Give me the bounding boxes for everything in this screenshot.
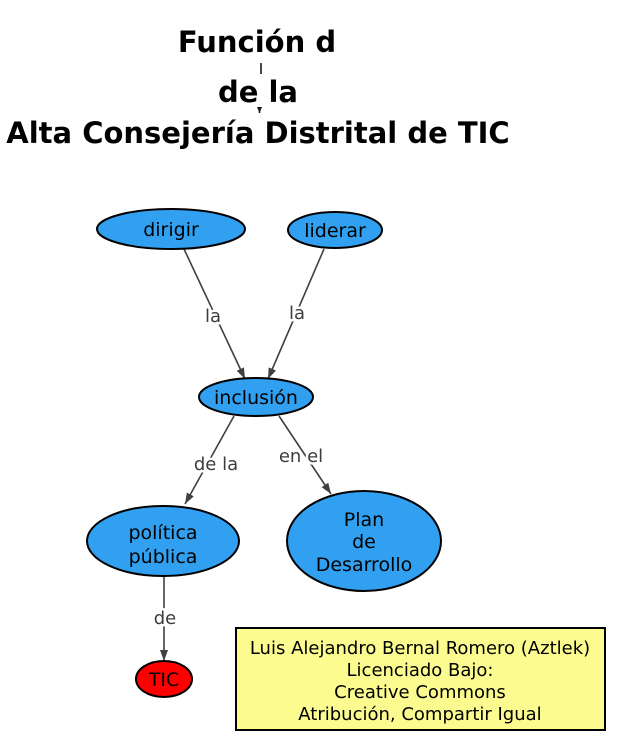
node-politica-publica xyxy=(86,505,240,577)
node-plan-desarrollo-label-line3: Desarrollo xyxy=(316,554,413,576)
title-line-1: Función d xyxy=(178,25,336,59)
license-line-3: Creative Commons xyxy=(334,682,506,703)
title-line-3: Alta Consejería Distrital de TIC xyxy=(6,116,509,150)
edge-dirigir-to-inclusion xyxy=(183,248,246,380)
title-line-2: de la xyxy=(218,75,298,109)
edge-label-dirigir-inclusion: la xyxy=(205,306,221,327)
license-line-1: Luis Alejandro Bernal Romero (Aztlek) xyxy=(250,638,590,659)
license-line-2: Licenciado Bajo: xyxy=(347,660,494,681)
node-inclusion xyxy=(198,377,314,417)
node-politica-publica-label-line1: política xyxy=(128,522,197,544)
node-politica-publica-label-line2: pública xyxy=(129,546,198,568)
node-tic xyxy=(135,660,193,698)
node-tic-label: TIC xyxy=(148,669,179,691)
node-dirigir-label: dirigir xyxy=(143,219,199,241)
node-dirigir xyxy=(96,208,246,250)
edge-inclusion-to-politica xyxy=(184,415,235,505)
edge-label-politica-tic: de xyxy=(154,608,177,629)
license-line-4: Atribución, Compartir Igual xyxy=(298,704,541,725)
node-plan-desarrollo-label-line1: Plan xyxy=(344,509,384,531)
node-plan-desarrollo xyxy=(286,490,442,592)
node-plan-desarrollo-label-line2: de xyxy=(352,531,376,553)
node-liderar xyxy=(287,211,383,249)
edge-label-liderar-inclusion: la xyxy=(289,303,305,324)
node-liderar-label: liderar xyxy=(304,220,366,242)
license-box xyxy=(235,627,606,731)
edge-inclusion-to-plan xyxy=(278,415,332,495)
edge-label-inclusion-plan: en el xyxy=(279,446,323,467)
edge-liderar-to-inclusion xyxy=(267,248,325,380)
node-inclusion-label: inclusión xyxy=(214,387,298,409)
edge-label-inclusion-politica: de la xyxy=(194,454,238,475)
